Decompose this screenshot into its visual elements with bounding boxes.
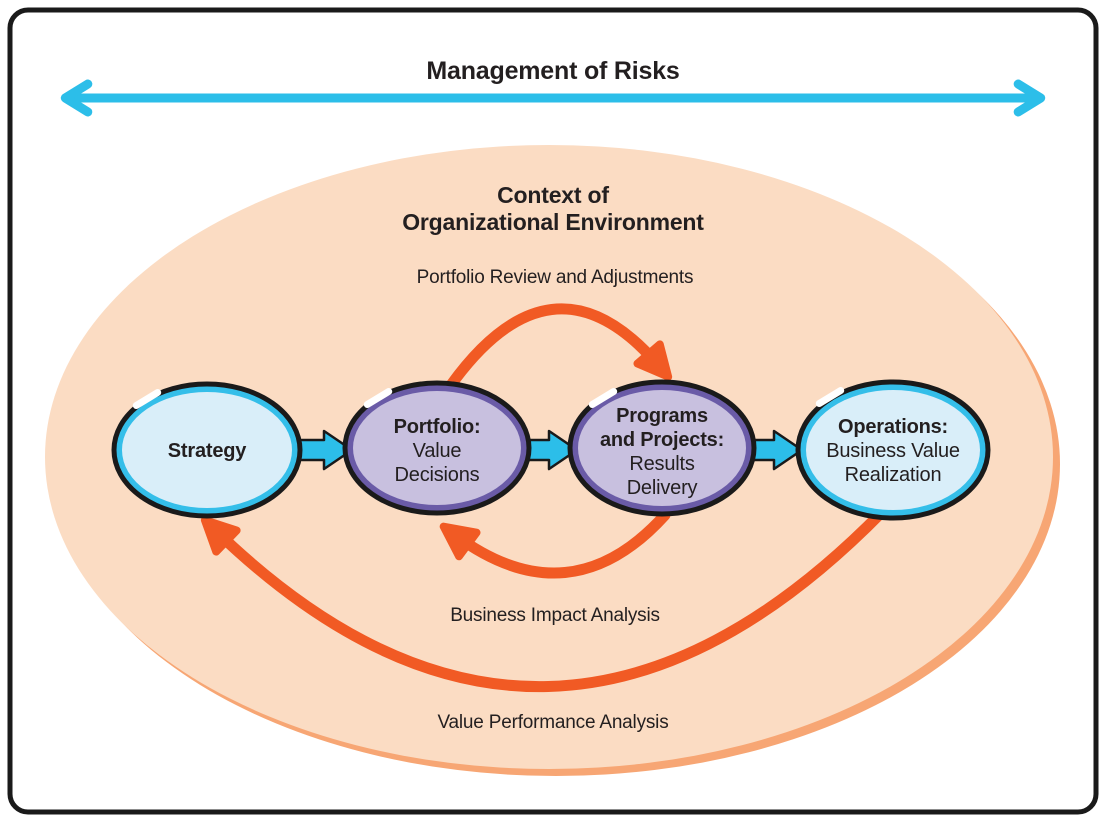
context-title-line2: Organizational Environment — [402, 209, 704, 235]
node-highlight — [132, 389, 162, 409]
node-programs-line1: Results — [629, 453, 694, 475]
node-portfolio-line2: Decisions — [395, 464, 480, 486]
node-programs-title2: and Projects: — [600, 429, 724, 451]
node-programs-line2: Delivery — [627, 477, 698, 499]
node-highlight — [363, 388, 393, 408]
node-portfolio: Portfolio: Value Decisions — [342, 380, 532, 516]
node-fill — [353, 391, 521, 505]
node-fill — [806, 390, 980, 510]
context-title-line1: Context of — [497, 182, 609, 208]
node-programs: Programs and Projects: Results Delivery — [567, 379, 757, 517]
node-strategy: Strategy — [111, 381, 303, 519]
node-highlight — [815, 387, 845, 407]
node-portfolio-line1: Value — [413, 440, 462, 462]
label-portfolio-review: Portfolio Review and Adjustments — [417, 267, 694, 288]
node-programs-title1: Programs — [616, 405, 708, 427]
node-operations-line2: Realization — [845, 464, 942, 486]
arc-portfolio-review-arrow — [440, 303, 673, 398]
label-value-performance: Value Performance Analysis — [437, 712, 668, 733]
node-operations-title: Operations: — [838, 416, 948, 438]
node-fill — [122, 392, 292, 508]
node-operations-line1: Business Value — [826, 440, 960, 462]
label-business-impact: Business Impact Analysis — [450, 605, 660, 626]
arc-value-performance-arrow — [200, 506, 888, 692]
connector-strategy-portfolio-arrow — [295, 429, 354, 471]
node-highlight — [588, 388, 618, 408]
page-title: Management of Risks — [426, 57, 679, 85]
arc-business-impact-arrow — [439, 509, 671, 579]
node-operations: Operations: Business Value Realization — [795, 379, 991, 521]
node-portfolio-title: Portfolio: — [394, 416, 481, 438]
node-strategy-label: Strategy — [168, 440, 248, 462]
node-fill — [578, 390, 746, 506]
